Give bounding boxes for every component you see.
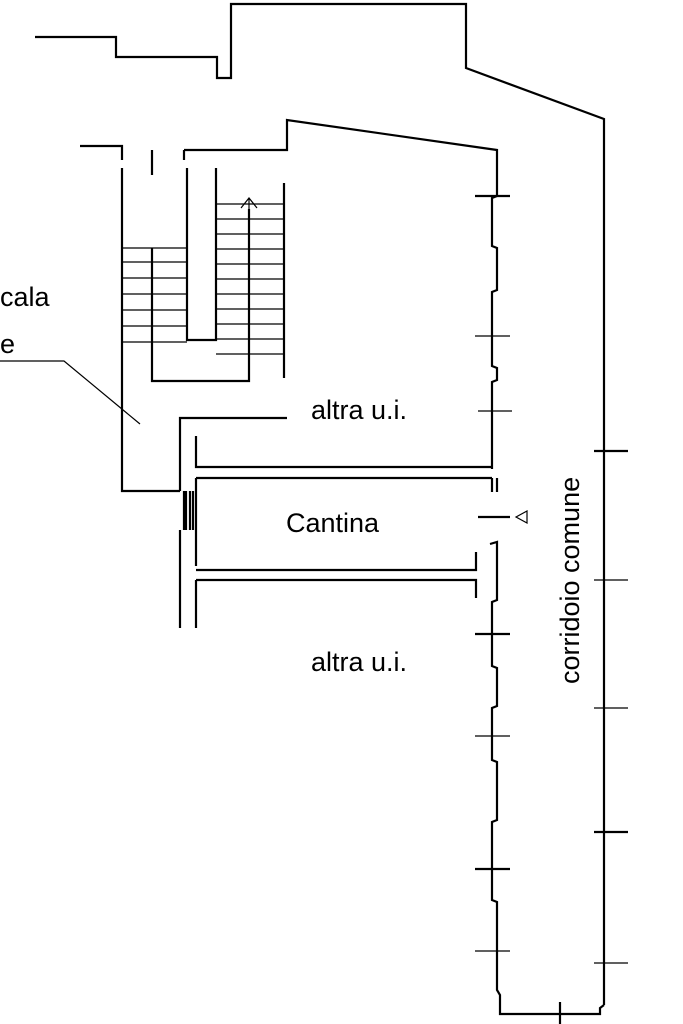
corridor-wall-ticks: [594, 449, 628, 964]
cantina-walls: [178, 436, 528, 628]
room-label-upper: altra u.i.: [311, 395, 407, 425]
outer-wall-top: [35, 2, 606, 1005]
corridor-wall-bottom: [495, 963, 605, 1024]
corridor-label: corridoio comune: [555, 477, 585, 684]
room-right-wall: [475, 160, 512, 963]
stair-label-line2: e: [0, 329, 15, 359]
room-label-cantina: Cantina: [286, 508, 380, 538]
room-label-lower: altra u.i.: [311, 647, 407, 677]
stair-room-walls: [0, 118, 499, 493]
stair-label-line1: cala: [0, 282, 51, 312]
